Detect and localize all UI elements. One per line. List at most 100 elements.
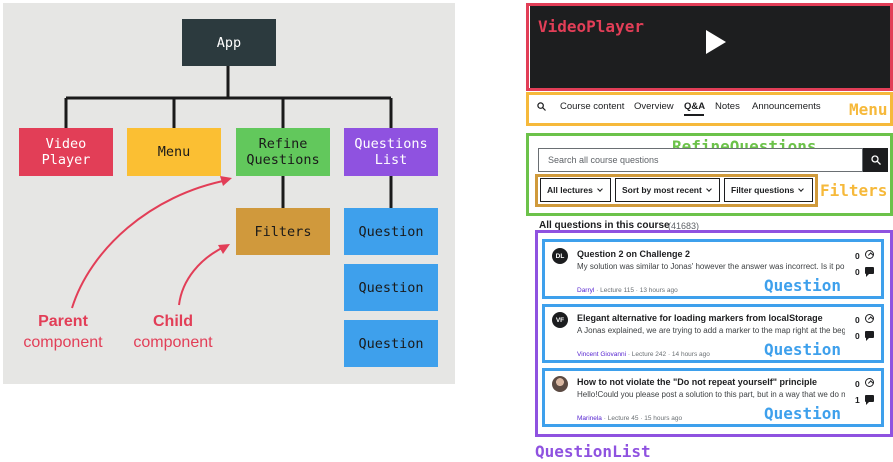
parent-arrow: [71, 179, 229, 309]
arrow-heads: [218, 176, 232, 254]
video-player-label: VideoPlayer: [538, 17, 644, 36]
question-body: My solution was similar to Jonas' howeve…: [577, 262, 845, 271]
parent-annotation-rest: component: [23, 334, 103, 351]
node-menu: Menu: [127, 128, 221, 176]
all-questions-count: (41683): [668, 221, 700, 231]
chevron-down-icon: [798, 185, 805, 192]
upvote-icon[interactable]: [865, 250, 874, 259]
filters-label: Filters: [820, 181, 888, 200]
search-icon[interactable]: [537, 102, 546, 111]
parent-arrow-head: [220, 176, 232, 186]
question-author[interactable]: Darryl: [577, 287, 595, 294]
node-refine-label: Refine Questions: [246, 136, 320, 168]
upvote-count: 0: [855, 251, 860, 261]
question-title[interactable]: Question 2 on Challenge 2: [577, 249, 691, 259]
node-question-label: Question: [358, 223, 424, 240]
question-label: Question: [764, 404, 842, 423]
question-meta-text: · Lecture 115 · 13 hours ago: [594, 287, 678, 294]
reply-count: 0: [855, 331, 860, 341]
all-questions-heading: All questions in this course: [539, 220, 670, 231]
node-filters: Filters: [236, 208, 330, 255]
filter-all-lectures-label: All lectures: [547, 185, 593, 195]
node-question-label: Question: [358, 335, 424, 352]
question-title[interactable]: Elegant alternative for loading markers …: [577, 313, 823, 323]
upvote-count: 0: [855, 379, 860, 389]
child-arrow: [178, 245, 227, 306]
message-icon[interactable]: [865, 331, 874, 341]
message-icon[interactable]: [865, 267, 874, 277]
node-questions-list-label: Questions List: [354, 136, 428, 168]
node-questions-list: Questions List: [344, 128, 438, 176]
upvote-icon[interactable]: [865, 314, 874, 323]
node-question: Question: [344, 208, 438, 255]
filters-frame: [535, 174, 818, 207]
child-annotation-strong: Child: [153, 313, 193, 330]
chevron-down-icon: [596, 185, 603, 192]
parent-component-annotation: Parent component: [12, 311, 114, 353]
question-meta: Marinela · Lecture 45 · 15 hours ago: [577, 415, 682, 422]
question-meta-text: · Lecture 45 · 15 hours ago: [601, 415, 683, 422]
filter-sort[interactable]: Sort by most recent: [615, 178, 720, 202]
play-icon[interactable]: [706, 30, 726, 54]
menu-label: Menu: [849, 100, 888, 119]
node-refine-questions: Refine Questions: [236, 128, 330, 176]
tab-notes[interactable]: Notes: [715, 101, 740, 112]
node-question-label: Question: [358, 279, 424, 296]
search-icon: [871, 155, 881, 165]
video-player-frame: [526, 3, 893, 91]
filter-questions-label: Filter questions: [731, 185, 795, 195]
child-component-annotation: Child component: [122, 311, 224, 353]
question-list-frame: [535, 230, 893, 437]
filter-sort-label: Sort by most recent: [622, 185, 702, 195]
question-author[interactable]: Vincent Giovanni: [577, 351, 627, 358]
refine-questions-frame: [526, 133, 893, 216]
question-body: A Jonas explained, we are trying to add …: [577, 326, 845, 335]
node-question: Question: [344, 264, 438, 311]
question-author[interactable]: Marinela: [577, 415, 602, 422]
node-app-label: App: [216, 34, 242, 51]
tab-course-content[interactable]: Course content: [560, 101, 625, 112]
search-input[interactable]: [538, 148, 863, 172]
tab-qa[interactable]: Q&A: [684, 101, 706, 112]
question-frame: [542, 239, 884, 299]
search-placeholder: Search all course questions: [548, 155, 659, 165]
annotation-arrows: [71, 179, 229, 309]
node-video-player-label: Video Player: [41, 136, 91, 168]
active-tab-indicator: [684, 114, 704, 116]
question-body: Hello!Could you please post a solution t…: [577, 390, 845, 399]
question-meta: Darryl · Lecture 115 · 13 hours ago: [577, 287, 678, 294]
node-video-player: Video Player: [19, 128, 113, 176]
question-label: Question: [764, 276, 842, 295]
node-app: App: [182, 19, 276, 66]
chevron-down-icon: [705, 185, 712, 192]
avatar[interactable]: [552, 376, 568, 392]
message-icon[interactable]: [865, 395, 874, 405]
tab-overview[interactable]: Overview: [634, 101, 674, 112]
parent-annotation-strong: Parent: [38, 313, 88, 330]
tab-announcements[interactable]: Announcements: [752, 101, 821, 112]
reply-count: 1: [855, 395, 860, 405]
question-meta-text: · Lecture 242 · 14 hours ago: [626, 351, 710, 358]
question-label: Question: [764, 340, 842, 359]
question-meta: Vincent Giovanni · Lecture 242 · 14 hour…: [577, 351, 710, 358]
child-arrow-head: [218, 244, 230, 254]
tree-lines: [64, 66, 393, 208]
upvote-icon[interactable]: [865, 378, 874, 387]
node-menu-label: Menu: [157, 144, 191, 160]
question-list-label: QuestionList: [535, 442, 651, 461]
upvote-count: 0: [855, 315, 860, 325]
node-question: Question: [344, 320, 438, 367]
child-annotation-rest: component: [133, 334, 213, 351]
question-frame: [542, 304, 884, 363]
avatar[interactable]: VF: [552, 312, 568, 328]
question-title[interactable]: How to not violate the "Do not repeat yo…: [577, 377, 818, 387]
question-frame: [542, 368, 884, 427]
avatar[interactable]: DL: [552, 248, 568, 264]
search-button[interactable]: [863, 148, 888, 172]
node-filters-label: Filters: [254, 223, 312, 240]
filter-all-lectures[interactable]: All lectures: [540, 178, 611, 202]
filter-questions[interactable]: Filter questions: [724, 178, 813, 202]
reply-count: 0: [855, 267, 860, 277]
menu-frame: [526, 92, 893, 126]
